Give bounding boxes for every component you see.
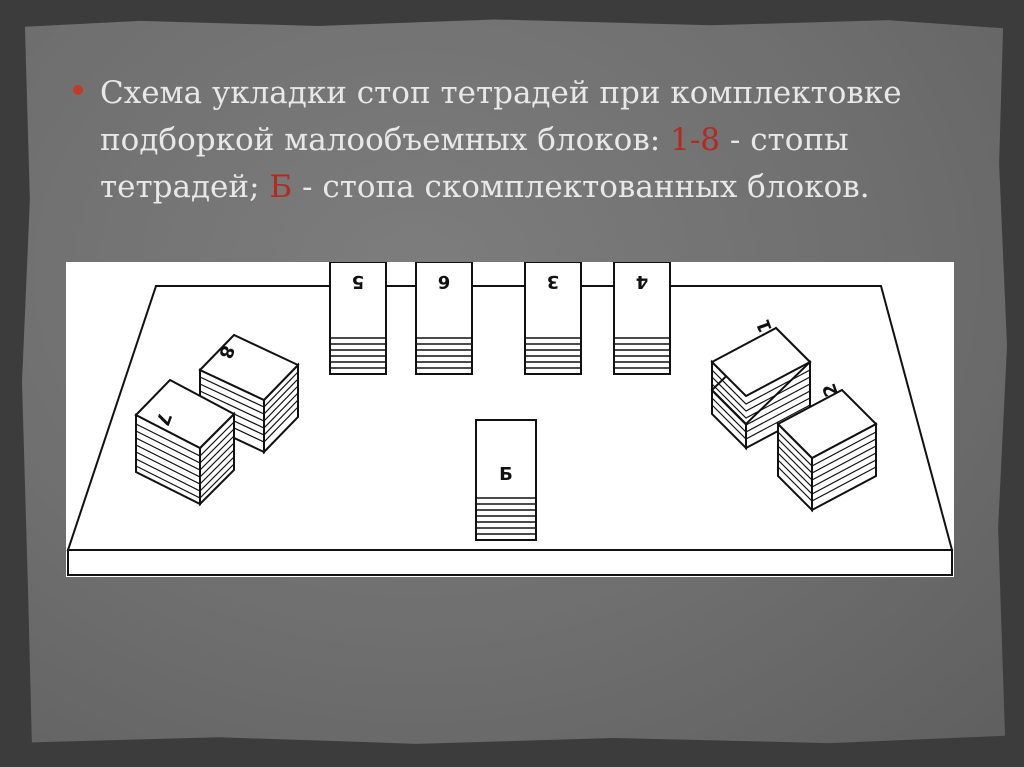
stack-3: 3	[524, 262, 582, 375]
stack-3-label: 3	[547, 271, 560, 292]
caption-text-middle: - стопы тетрадей;	[100, 122, 849, 205]
stack-5: 5	[329, 262, 387, 375]
stack-4-label: 4	[636, 271, 649, 292]
stack-6: 6	[415, 262, 473, 375]
table-edge	[67, 549, 953, 576]
caption-text-end: - стопа скомплектованных блоков.	[292, 169, 870, 205]
caption-text-start: Схема укладки стоп тетрадей при комплект…	[100, 75, 902, 158]
stack-5-label: 5	[352, 271, 365, 292]
bullet-icon	[73, 85, 83, 95]
stack-b-label: Б	[499, 464, 513, 485]
stacking-diagram: 5 6 3 4	[66, 262, 954, 577]
stack-b: Б	[475, 419, 537, 541]
stack-7: 7	[134, 378, 236, 507]
stack-8: 8	[198, 333, 300, 455]
stack-6-label: 6	[438, 271, 451, 292]
caption-letter-highlight: Б	[269, 169, 293, 205]
stack-1: 1	[710, 316, 812, 451]
stack-2: 2	[776, 380, 878, 513]
caption-range-highlight: 1-8	[670, 122, 721, 158]
slide-caption: Схема укладки стоп тетрадей при комплект…	[100, 70, 940, 211]
stack-4: 4	[613, 262, 671, 375]
